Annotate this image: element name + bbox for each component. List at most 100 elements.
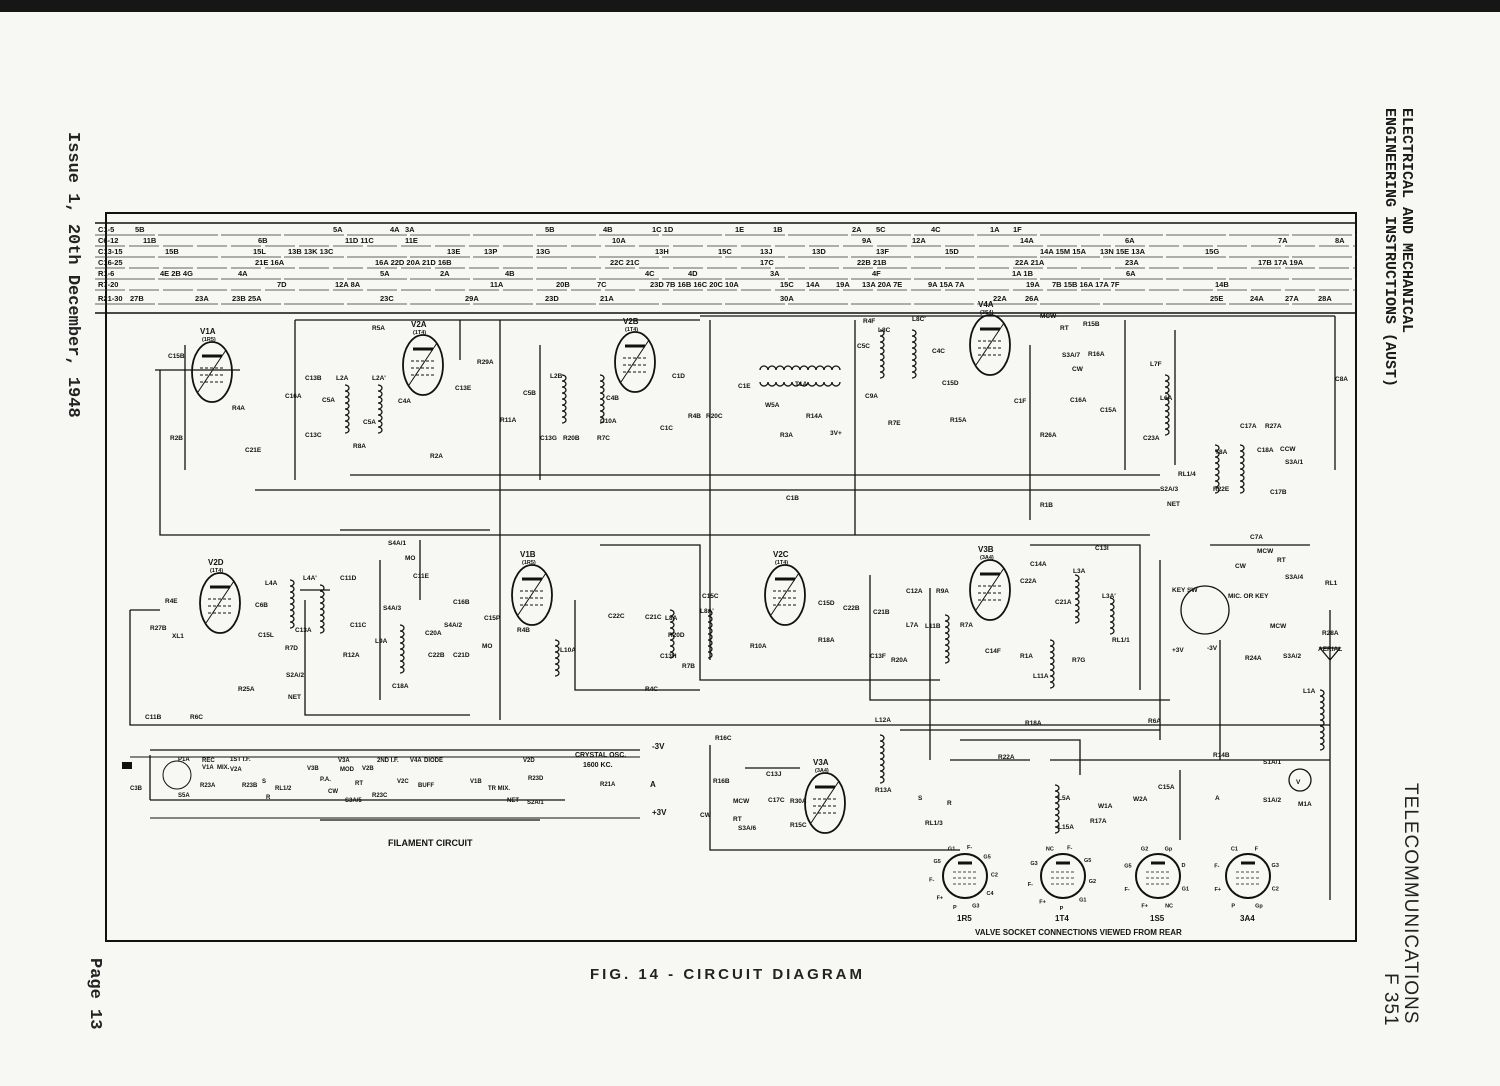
table-cell: 11D 11C [345,236,374,245]
component-label: R27A [1265,423,1282,430]
table-cell: 6A [1126,269,1136,278]
table-cell: 5A [333,225,343,234]
table-cell: 4A [390,225,400,234]
component-label: C11B [145,714,162,721]
table-cell: 11A [490,280,504,289]
filament-label: V1B [470,779,482,785]
component-label: R16B [713,778,730,785]
table-cell: 21A [600,294,614,303]
valve-envelope [199,572,241,634]
socket-pin-label: F- [967,845,972,851]
component-label: CW [1072,366,1084,373]
valve-label: V2D [208,558,224,567]
table-row-label: R1-6 [98,269,114,278]
component-label: L15A [1058,824,1074,831]
table-cell: 3A [405,225,415,234]
component-label: C14F [985,648,1001,655]
filament-label: P.A. [320,777,331,783]
valve-type: (1R5) [202,337,216,343]
valve-envelope [969,559,1011,621]
table-cell: 11B [143,236,157,245]
wire [600,544,940,681]
socket-pin-label: Gp [1255,904,1263,910]
valve-envelope [614,331,656,393]
component-label: C13H [660,653,677,660]
wire [159,370,1150,536]
component-label: MCW [1257,548,1274,555]
filament-label: C3B [130,786,143,792]
component-label: R [947,800,952,807]
wire [869,575,1170,701]
component-label: L2A' [372,375,386,382]
component-label: W1A [1098,803,1113,810]
valve-type: (3S4) [980,310,994,316]
socket-pin-label: G5 [983,855,990,861]
socket-pin-label: F- [1214,863,1219,869]
component-label: L1A [1303,688,1316,695]
valve-envelope [402,334,444,396]
table-cell: 12A 8A [335,280,361,289]
component-label: L2A [336,375,349,382]
component-label: C15L [258,632,274,639]
component-label: R4B [517,627,530,634]
socket-pin-label: F+ [1214,887,1221,893]
component-label: L7F [1150,361,1162,368]
component-label: C5A [363,419,376,426]
socket-type: 1S5 [1150,914,1165,923]
socket-pin-label: G3 [1030,861,1037,867]
key-socket [1180,585,1230,635]
figure-caption: FIG. 14 - CIRCUIT DIAGRAM [590,966,866,983]
wire [960,739,1081,775]
tuning-arrow [810,780,840,824]
component-label: R10A [750,643,767,650]
component-label: R3A [780,432,793,439]
table-cell: 15C [780,280,794,289]
component-label: C21D [453,652,470,659]
socket-pin-label: G1 [1079,898,1086,904]
tuning-arrow [975,322,1005,366]
component-label: C21C [645,614,662,621]
table-cell: 27A [1285,294,1299,303]
component-label: S3A/6 [738,825,756,832]
wiring [129,315,1342,900]
filament-label: RT [355,781,363,787]
filament-label: P1A [178,757,190,763]
component-label: MCW [1040,313,1057,320]
component-label: L3A [1073,568,1086,575]
table-cell: 13N 15E 13A [1100,247,1146,256]
component-label: R4A [232,405,245,412]
inductor-coil [599,374,605,424]
table-cell: 13D [812,247,826,256]
filament-label: R21A [600,782,616,788]
component-label: C4C [932,348,945,355]
inductor-coil [669,609,675,659]
component-label: L9A [375,638,388,645]
inductor-coil [377,384,383,434]
component-label: C13J [766,771,782,778]
component-label: R16C [715,735,732,742]
component-label: C13E [455,385,472,392]
filament-label: BUFF [418,783,434,789]
component-label: C5C [857,343,870,350]
component-label: C1B [786,495,799,502]
table-cell: 10A [612,236,626,245]
socket-pin-label: Gp [1165,846,1173,852]
component-label: L8C' [912,316,926,323]
table-cell: 4C [645,269,655,278]
table-cell: 23A [1125,258,1139,267]
component-label: R7C [597,435,610,442]
table-cell: 16A 22D 20A 21D 16B [375,258,452,267]
component-label: C11E [413,573,430,580]
component-label: NET [288,694,301,701]
component-label: R22A [998,754,1015,761]
component-label: L6A [1160,395,1173,402]
inductor-coil [1319,689,1325,751]
valve-label: V1A [200,327,216,336]
component-label: L8A' [700,608,714,615]
inductor-coil [554,639,560,677]
table-cell: 15B [165,247,179,256]
table-cell: 23C [380,294,394,303]
